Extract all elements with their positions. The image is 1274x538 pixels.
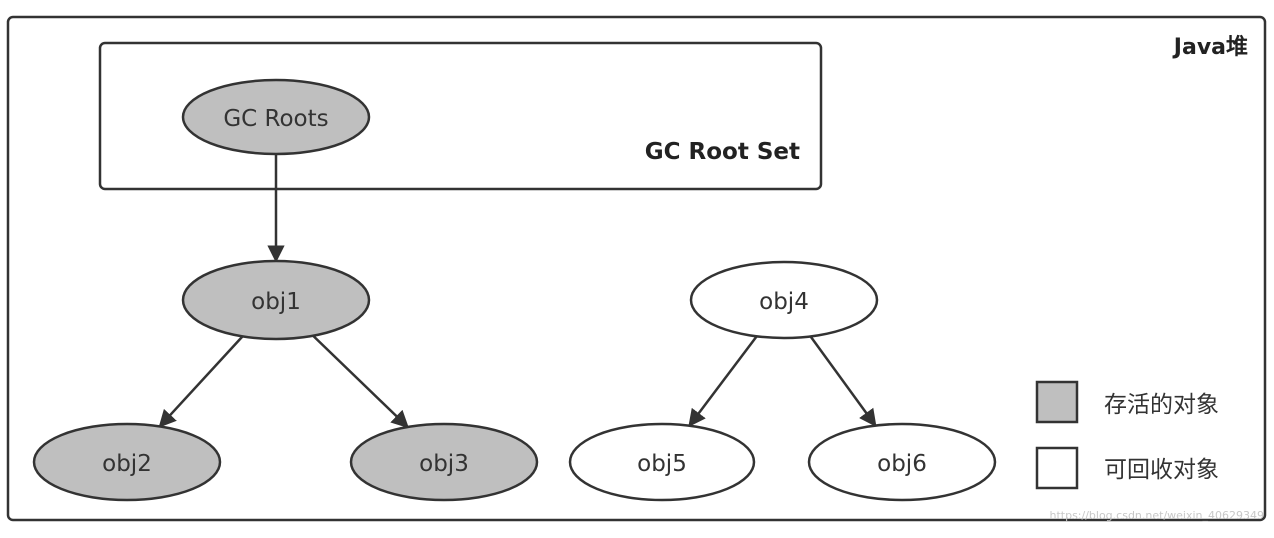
edge-obj1-obj2 [158, 335, 244, 428]
node-obj6: obj6 [807, 422, 997, 502]
legend-collectable-swatch [1035, 446, 1079, 490]
gc-root-set-frame [98, 41, 823, 191]
node-obj2: obj2 [32, 422, 222, 502]
node-obj1-label: obj1 [251, 289, 301, 315]
node-obj1-ellipse [181, 259, 371, 341]
node-obj4-label: obj4 [759, 289, 809, 315]
node-obj4: obj4 [689, 260, 879, 340]
edge-obj4-obj5 [688, 335, 758, 428]
java-heap-title: Java堆 [1172, 35, 1248, 60]
node-obj6-ellipse [807, 422, 997, 502]
node-obj5: obj5 [568, 422, 756, 502]
node-gc-roots-label: GC Roots [223, 106, 328, 132]
node-obj2-ellipse [32, 422, 222, 502]
node-gc-roots-ellipse [181, 78, 371, 156]
legend-alive-swatch [1035, 380, 1079, 424]
legend: 存活的对象 可回收对象 [1035, 380, 1219, 490]
legend-collectable-label: 可回收对象 [1104, 457, 1219, 483]
node-obj3: obj3 [349, 422, 539, 502]
legend-alive-label: 存活的对象 [1104, 392, 1219, 418]
java-heap-frame [6, 15, 1267, 522]
node-obj5-ellipse [568, 422, 756, 502]
edge-obj4-obj6 [809, 335, 877, 427]
edges [158, 154, 877, 429]
node-obj3-label: obj3 [419, 451, 469, 477]
node-obj3-ellipse [349, 422, 539, 502]
node-obj5-label: obj5 [637, 451, 687, 477]
watermark-url: https://blog.csdn.net/weixin_40629349 [1049, 509, 1264, 522]
gc-root-set-title: GC Root Set [645, 139, 800, 165]
node-obj1: obj1 [181, 259, 371, 341]
node-obj2-label: obj2 [102, 451, 152, 477]
edge-obj1-obj3 [312, 334, 409, 429]
node-gc-roots: GC Roots [181, 78, 371, 156]
node-obj4-ellipse [689, 260, 879, 340]
node-obj6-label: obj6 [877, 451, 927, 477]
